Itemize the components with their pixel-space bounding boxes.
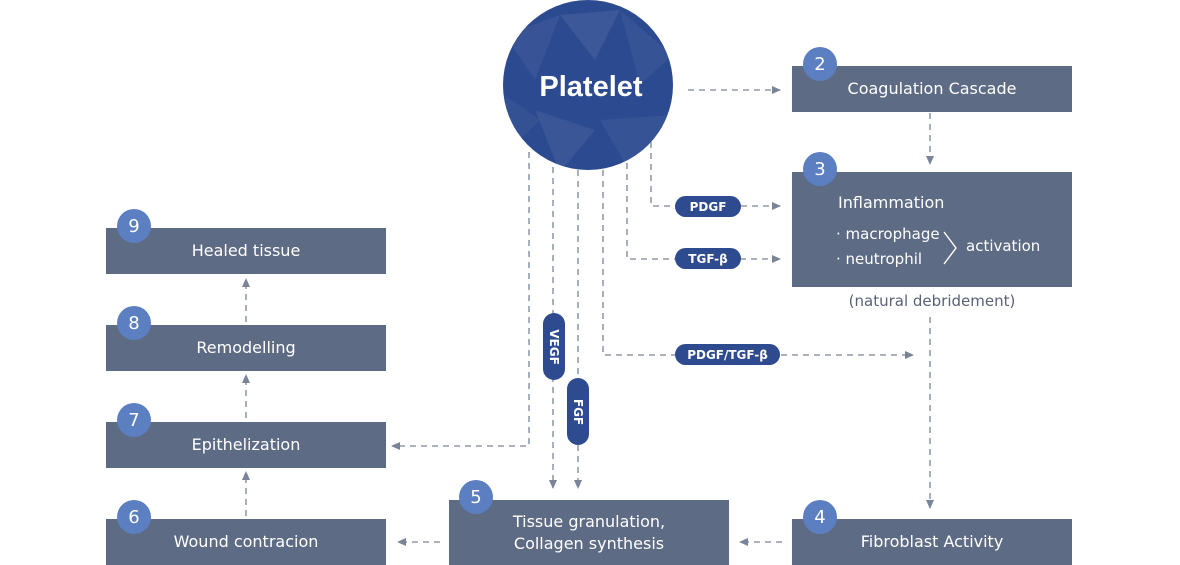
step-badge-8: 8 <box>117 306 151 340</box>
step-badge-9: 9 <box>117 209 151 243</box>
wound-contraction-label: Wound contracion <box>173 532 319 551</box>
healed-tissue-label: Healed tissue <box>191 241 301 260</box>
wound-contraction-box: Wound contracion <box>106 519 386 565</box>
chevron-right-icon <box>943 231 957 265</box>
step-badge-6: 6 <box>117 500 151 534</box>
step-badge-4: 4 <box>803 500 837 534</box>
step-badge-2: 2 <box>803 47 837 81</box>
inflammation-note: (natural debridement) <box>848 292 1016 310</box>
inflammation-item-neutrophil: · neutrophil <box>836 250 923 268</box>
inflammation-item-macrophage: · macrophage <box>836 225 940 243</box>
inflammation-title: Inflammation <box>838 193 945 212</box>
step-badge-3: 3 <box>803 152 837 186</box>
coagulation-cascade-label: Coagulation Cascade <box>847 79 1017 98</box>
factor-pill-pdgf: PDGF <box>675 196 741 217</box>
remodelling-box: Remodelling <box>106 325 386 371</box>
healed-tissue-box: Healed tissue <box>106 228 386 274</box>
factor-pill-vegf-label: VEGF <box>547 328 561 365</box>
arrow-platelet-to-epithelization <box>391 152 530 450</box>
factor-pill-vegf: VEGF <box>543 313 565 380</box>
fibroblast-activity-label: Fibroblast Activity <box>860 532 1004 551</box>
step-badge-5: 5 <box>459 480 493 514</box>
inflammation-result: activation <box>966 237 1041 255</box>
tissue-granulation-label: Tissue granulation, <box>512 511 666 531</box>
factor-pill-fgf-label: FGF <box>571 398 585 425</box>
epithelization-box: Epithelization <box>106 422 386 468</box>
coagulation-cascade-box: Coagulation Cascade <box>792 66 1072 112</box>
factor-pill-pdgf-tgf-beta: PDGF/TGF-β <box>675 344 780 365</box>
inflammation-box: Inflammation · macrophage · neutrophil a… <box>792 172 1072 287</box>
step-badge-7: 7 <box>117 403 151 437</box>
platelet-label: Platelet <box>539 71 642 103</box>
fibroblast-activity-box: Fibroblast Activity <box>792 519 1072 565</box>
collagen-synthesis-label: Collagen synthesis <box>513 533 665 553</box>
tissue-granulation-box: Tissue granulation, Collagen synthesis <box>449 500 729 565</box>
factor-pill-tgf-beta: TGF-β <box>675 248 741 269</box>
epithelization-label: Epithelization <box>191 435 301 454</box>
factor-pill-fgf: FGF <box>567 378 589 445</box>
remodelling-label: Remodelling <box>196 338 296 357</box>
